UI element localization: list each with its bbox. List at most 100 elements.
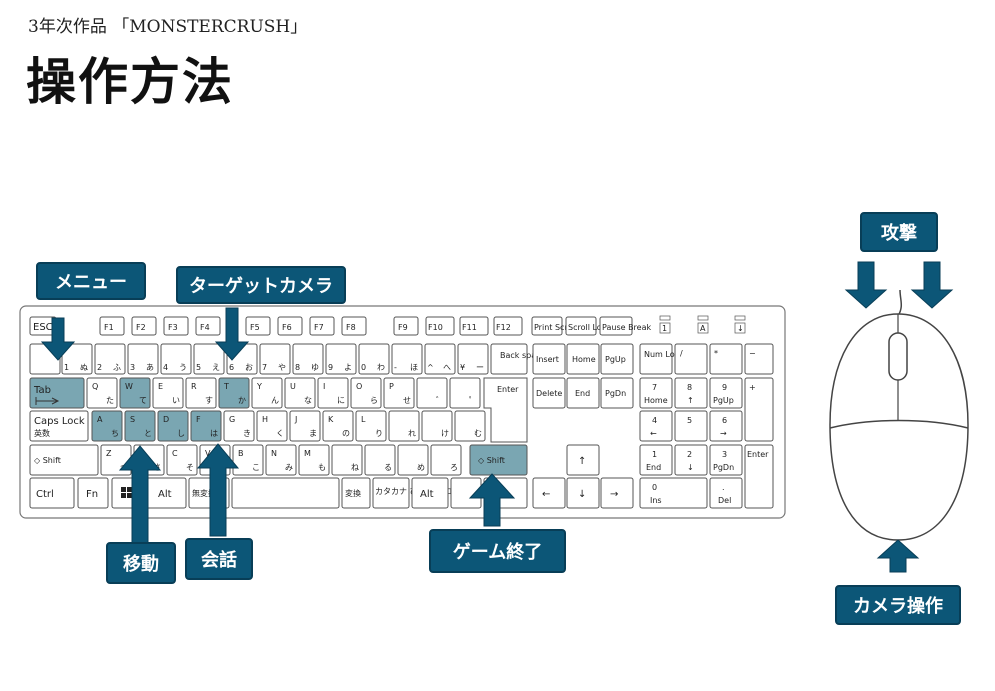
svg-text:ら: ら <box>370 396 378 405</box>
svg-text:Del: Del <box>718 496 731 505</box>
svg-text:◇ Shift: ◇ Shift <box>34 456 61 465</box>
svg-text:Fn: Fn <box>86 489 98 500</box>
svg-text:7: 7 <box>652 383 657 392</box>
key-f4: F4 <box>200 323 210 332</box>
svg-text:/: / <box>680 349 683 358</box>
page-title: 操作方法 <box>26 52 234 111</box>
svg-text:し: し <box>177 429 185 438</box>
arrow-quit <box>468 473 516 527</box>
svg-text:め: め <box>417 463 425 472</box>
svg-text:ゆ: ゆ <box>311 363 319 372</box>
key-f5: F5 <box>250 323 260 332</box>
key-f2: F2 <box>136 323 146 332</box>
svg-text:2: 2 <box>97 363 102 372</box>
label-camera-control: カメラ操作 <box>835 585 961 625</box>
svg-text:ほ: ほ <box>410 363 418 372</box>
svg-text:く: く <box>276 429 284 438</box>
key-enter: Enter <box>497 385 519 394</box>
function-row: ESC F1 F2 F3 F4 F5 F6 F7 F8 F9 F10 F11 F… <box>29 315 746 336</box>
svg-text:8: 8 <box>687 383 692 392</box>
key-esc: ESC <box>33 322 53 333</box>
svg-text:は: は <box>210 429 218 438</box>
svg-text:9: 9 <box>722 383 727 392</box>
mouse-wheel <box>888 332 908 381</box>
svg-text:あ: あ <box>146 363 154 372</box>
svg-text:Q: Q <box>92 382 98 391</box>
nav-cluster: Insert Home PgUp Delete End PgDn ↑ ← ↓ → <box>532 343 634 509</box>
mouse <box>829 289 969 541</box>
svg-text:P: P <box>389 382 394 391</box>
svg-text:Alt: Alt <box>158 489 172 500</box>
label-move: 移動 <box>106 542 176 584</box>
svg-text:み: み <box>285 463 293 472</box>
svg-text:変換: 変換 <box>345 488 361 498</box>
svg-text:す: す <box>205 396 213 405</box>
svg-text:S: S <box>130 415 135 424</box>
svg-text:ち: ち <box>111 429 119 438</box>
svg-text:→: → <box>720 429 727 438</box>
key-f9: F9 <box>398 323 408 332</box>
svg-text:れ: れ <box>408 429 416 438</box>
key-print-screen: Print Screen <box>534 323 582 332</box>
arrow-attack-left <box>844 261 888 309</box>
key-f8: F8 <box>346 323 356 332</box>
svg-text:た: た <box>106 396 114 405</box>
key-backspace: Back space <box>500 351 546 360</box>
svg-text:PgDn: PgDn <box>605 389 626 398</box>
svg-text:り: り <box>375 429 383 438</box>
svg-text:゜: ゜ <box>469 396 477 405</box>
svg-text:Insert: Insert <box>536 355 559 364</box>
svg-text:G: G <box>229 415 235 424</box>
svg-text:+: + <box>749 383 756 392</box>
svg-text:へ: へ <box>443 363 451 372</box>
svg-text:Enter: Enter <box>747 450 769 459</box>
svg-text:そ: そ <box>186 463 194 472</box>
key-f <box>190 410 222 442</box>
key-shift-left <box>29 444 99 476</box>
svg-text:1: 1 <box>652 450 657 459</box>
svg-text:Home: Home <box>644 396 668 405</box>
svg-text:K: K <box>328 415 334 424</box>
svg-text:Num Lock: Num Lock <box>644 350 684 359</box>
svg-text:む: む <box>474 429 482 438</box>
key-f10: F10 <box>428 323 443 332</box>
svg-text:¥: ¥ <box>460 363 465 372</box>
svg-text:Home: Home <box>572 355 596 364</box>
svg-text:PgDn: PgDn <box>713 463 734 472</box>
svg-text:End: End <box>575 389 590 398</box>
key-pause-break: Pause Break <box>602 323 651 332</box>
key-f1: F1 <box>104 323 114 332</box>
key-space <box>231 477 340 509</box>
svg-text:て: て <box>139 396 147 405</box>
svg-text:↑: ↑ <box>578 456 586 467</box>
svg-text:C: C <box>172 449 178 458</box>
arrow-attack-right <box>910 261 954 309</box>
arrow-camera <box>876 539 920 573</box>
svg-text:Ins: Ins <box>650 496 662 505</box>
arrow-talk <box>196 443 240 537</box>
svg-text:PgUp: PgUp <box>713 396 734 405</box>
svg-text:0: 0 <box>361 363 366 372</box>
svg-text:か: か <box>238 396 246 405</box>
svg-text:ぬ: ぬ <box>80 363 88 372</box>
key-d <box>157 410 189 442</box>
arrow-target-camera <box>214 307 250 361</box>
subtitle: 3年次作品 「MONSTERCRUSH」 <box>28 17 308 37</box>
svg-text:^: ^ <box>427 363 434 372</box>
svg-text:↓: ↓ <box>578 489 586 500</box>
svg-text:O: O <box>356 382 362 391</box>
svg-text:ま: ま <box>309 429 317 438</box>
svg-text:゛: ゛ <box>436 396 444 405</box>
svg-text:M: M <box>304 449 311 458</box>
label-menu: メニュー <box>36 262 146 300</box>
svg-text:も: も <box>318 463 326 472</box>
svg-text:の: の <box>342 429 350 438</box>
label-quit-game: ゲーム終了 <box>429 529 566 573</box>
bottom-row: Ctrl Fn Alt 無変換 変換 カタカナ ひらがな ローマ字 Alt <box>29 477 528 509</box>
key-f11: F11 <box>462 323 477 332</box>
svg-text:D: D <box>163 415 169 424</box>
svg-text:け: け <box>441 429 449 438</box>
